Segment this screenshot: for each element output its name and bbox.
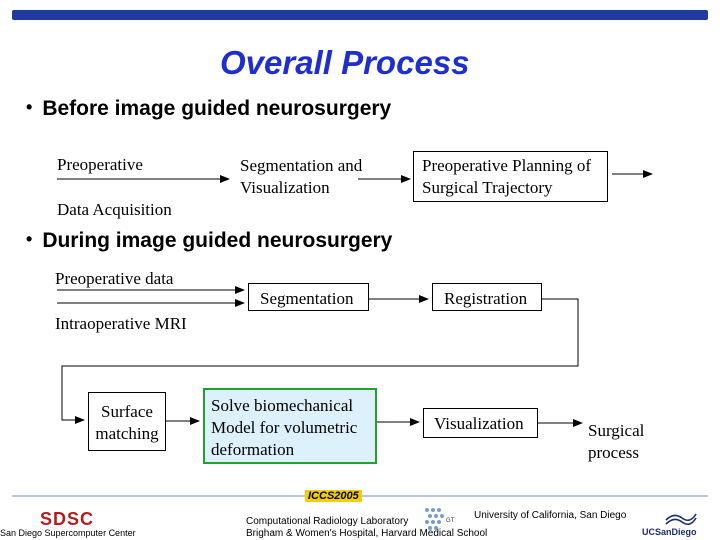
iccs-badge-text: ICCS2005 xyxy=(305,490,362,502)
preoperative-data-label: Preoperative data xyxy=(55,269,174,288)
preoperative-label: Preoperative xyxy=(57,155,143,174)
surface-line2: matching xyxy=(95,424,159,443)
iccs-badge: ICCS2005 xyxy=(305,486,362,504)
bullet-during-text: During image guided neurosurgery xyxy=(42,229,393,252)
intraoperative-mri-label: Intraoperative MRI xyxy=(55,314,187,333)
data-acquisition-label: Data Acquisition xyxy=(57,200,172,219)
surface-line1: Surface xyxy=(101,402,153,421)
segmentation-box: Segmentation xyxy=(248,283,369,311)
loop-reg-to-surface xyxy=(61,298,579,424)
sdsc-logo: SDSC xyxy=(40,509,94,530)
sdsc-logo-text: SDSC xyxy=(40,509,95,529)
bullet-dot-icon: • xyxy=(26,97,33,117)
slide-title: Overall Process xyxy=(0,44,720,82)
slide-title-text: Overall Process xyxy=(220,44,470,81)
segmentation-visualization-text: Segmentation and Visualization xyxy=(240,155,362,199)
bullet-before-text: Before image guided neurosurgery xyxy=(42,97,392,120)
solve-line2: Model for volumetric xyxy=(211,418,358,437)
ucsd-logo: UCSanDiego xyxy=(642,510,714,538)
solve-line1: Solve biomechanical xyxy=(211,396,354,415)
bullet-dot-icon: • xyxy=(26,229,33,249)
top-bar xyxy=(12,10,708,20)
bullet-before: • Before image guided neurosurgery xyxy=(26,97,391,121)
crl-logo-icon: GT xyxy=(425,508,455,530)
svg-text:GT: GT xyxy=(446,518,455,524)
lab-name: Computational Radiology Laboratory xyxy=(246,516,409,527)
planning-line1: Preoperative Planning of xyxy=(422,156,592,175)
visualization-box-text: Visualization xyxy=(434,414,524,433)
sdsc-name: San Diego Supercomputer Center xyxy=(0,528,136,538)
registration-box: Registration xyxy=(432,283,542,311)
bullet-during: • During image guided neurosurgery xyxy=(26,229,392,253)
ucsd-logo-text: UCSanDiego xyxy=(642,527,697,537)
surgical-process-label: Surgical process xyxy=(588,420,644,464)
registration-box-text: Registration xyxy=(444,289,528,308)
surgical-line1: Surgical xyxy=(588,421,645,440)
university-name: University of California, San Diego xyxy=(474,510,627,521)
ucsd-logo-icon xyxy=(665,513,697,526)
segmentation-box-text: Segmentation xyxy=(260,289,354,308)
segmentation-visualization-line2: Visualization xyxy=(240,178,330,197)
visualization-box: Visualization xyxy=(423,408,538,438)
surface-matching-box: Surface matching xyxy=(88,392,166,451)
solve-line3: deformation xyxy=(211,440,295,459)
planning-box: Preoperative Planning of Surgical Trajec… xyxy=(413,151,608,202)
hospital-name: Brigham & Women's Hospital, Harvard Medi… xyxy=(246,528,488,539)
solve-biomechanical-box: Solve biomechanical Model for volumetric… xyxy=(203,388,377,464)
surgical-line2: process xyxy=(588,443,639,462)
segmentation-visualization-line1: Segmentation and xyxy=(240,156,363,175)
planning-line2: Surgical Trajectory xyxy=(422,178,553,197)
